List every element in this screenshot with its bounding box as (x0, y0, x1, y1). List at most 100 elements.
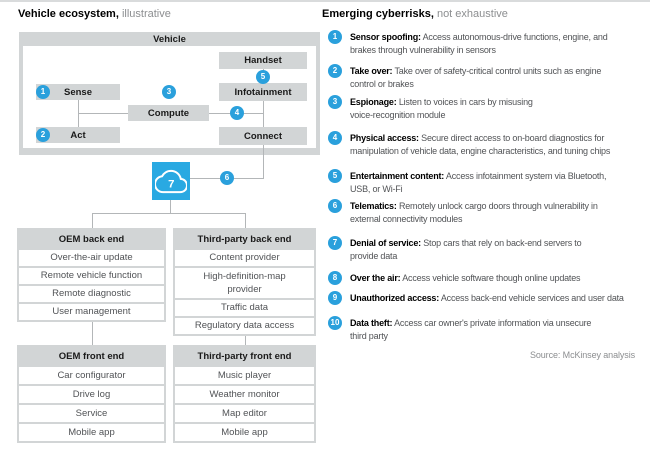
panel-oem-front-title: OEM front end (58, 351, 125, 362)
right-title-bold: Emerging cyberrisks, (322, 8, 434, 20)
risk-9-desc: Access back-end vehicle services and use… (439, 292, 624, 303)
row-traffic-data: Traffic data (175, 300, 314, 316)
risk-8-lead: Over the air: (350, 272, 401, 283)
panel-tp-back-title: Third-party back end (197, 234, 292, 245)
risk-item-1: 1 Sensor spoofing: Access autonomous-dri… (328, 30, 646, 57)
left-title-bold: Vehicle ecosystem, (18, 8, 119, 20)
risk-item-7: 7 Denial of service: Stop cars that rely… (328, 236, 646, 263)
row-regulatory-data-access: Regulatory data access (175, 318, 314, 334)
risk-3-badge: 3 (328, 95, 342, 109)
badge-2: 2 (36, 128, 50, 142)
connector-to-compute-left (78, 113, 128, 114)
badge-4: 4 (230, 106, 244, 120)
risk-item-3: 3 Espionage: Listen to voices in cars by… (328, 95, 646, 122)
risk-item-2: 2 Take over: Take over of safety-critica… (328, 64, 646, 91)
cloud-icon: 7 (155, 169, 187, 193)
panel-oem-front-end: OEM front end Car configurator Drive log… (17, 345, 166, 443)
panel-third-party-back-end: Third-party back end Content provider Hi… (173, 228, 316, 336)
risk-5-badge: 5 (328, 169, 342, 183)
risk-1-text: Sensor spoofing: Access autonomous-drive… (350, 31, 646, 57)
risk-2-desc: Take over of safety-critical control uni… (350, 65, 602, 89)
connector-to-oem-back (92, 213, 93, 228)
badge-6: 6 (220, 171, 234, 185)
risk-3-text: Espionage: Listen to voices in cars by m… (350, 96, 646, 122)
risk-1-desc: Access autonomous-drive functions, engin… (350, 31, 608, 55)
risk-6-desc: Remotely unlock cargo doors through vuln… (350, 200, 598, 224)
risk-7-text: Denial of service: Stop cars that rely o… (350, 237, 646, 263)
risk-9-badge: 9 (328, 291, 342, 305)
top-rule (0, 0, 650, 2)
right-title-qualifier: not exhaustive (433, 8, 508, 20)
risk-6-badge: 6 (328, 199, 342, 213)
row-service: Service (19, 405, 164, 422)
connector-infotainment-connect (263, 101, 264, 127)
row-over-the-air-update: Over-the-air update (19, 250, 164, 266)
risk-8-text: Over the air: Access vehicle software th… (350, 272, 581, 285)
row-weather-monitor: Weather monitor (175, 386, 314, 403)
risk-8-desc: Access vehicle software though online up… (400, 272, 581, 283)
risk-8-badge: 8 (328, 271, 342, 285)
connector-cloud-down (170, 200, 171, 213)
right-panel-title: Emerging cyberrisks, not exhaustive (322, 8, 508, 20)
box-compute: Compute (128, 105, 209, 121)
risk-2-lead: Take over: (350, 65, 393, 76)
row-user-management: User management (19, 304, 164, 320)
risk-item-10: 10 Data theft: Access car owner's privat… (328, 316, 646, 343)
box-handset: Handset (219, 52, 307, 69)
row-mobile-app-oem: Mobile app (19, 424, 164, 441)
risk-6-text: Telematics: Remotely unlock cargo doors … (350, 200, 646, 226)
risk-3-lead: Espionage: (350, 96, 397, 107)
row-map-editor: Map editor (175, 405, 314, 422)
left-panel-title: Vehicle ecosystem, illustrative (18, 8, 171, 20)
row-mobile-app-tp: Mobile app (175, 424, 314, 441)
panel-oem-back-title: OEM back end (58, 234, 125, 245)
box-act: Act (36, 127, 120, 143)
risk-1-badge: 1 (328, 30, 342, 44)
cloud-number: 7 (168, 178, 174, 190)
source-note: Source: McKinsey analysis (529, 350, 635, 360)
risk-5-text: Entertainment content: Access infotainme… (350, 170, 646, 196)
cloud-box: 7 (152, 162, 190, 200)
row-remote-diagnostic: Remote diagnostic (19, 286, 164, 302)
risk-item-9: 9 Unauthorized access: Access back-end v… (328, 291, 646, 305)
row-car-configurator: Car configurator (19, 367, 164, 384)
row-music-player: Music player (175, 367, 314, 384)
connector-connect-down (263, 145, 264, 179)
connector-tp-back-front (245, 336, 246, 345)
risk-4-lead: Physical access: (350, 132, 419, 143)
risk-1-lead: Sensor spoofing: (350, 31, 421, 42)
badge-5: 5 (256, 70, 270, 84)
connector-oem-back-front (92, 322, 93, 345)
row-drive-log: Drive log (19, 386, 164, 403)
risk-10-text: Data theft: Access car owner's private i… (350, 317, 646, 343)
badge-3: 3 (162, 85, 176, 99)
box-sense: Sense (36, 84, 120, 100)
risk-6-lead: Telematics: (350, 200, 397, 211)
row-high-definition-map-provider: High-definition-map provider (175, 268, 314, 298)
risk-4-desc: Secure direct access to on-board diagnos… (350, 132, 611, 156)
risk-2-badge: 2 (328, 64, 342, 78)
risk-item-8: 8 Over the air: Access vehicle software … (328, 271, 646, 285)
risk-item-4: 4 Physical access: Secure direct access … (328, 131, 646, 158)
badge-1: 1 (36, 85, 50, 99)
risk-item-6: 6 Telematics: Remotely unlock cargo door… (328, 199, 646, 226)
risk-4-text: Physical access: Secure direct access to… (350, 132, 646, 158)
risk-4-badge: 4 (328, 131, 342, 145)
risk-10-badge: 10 (328, 316, 342, 330)
risk-5-lead: Entertainment content: (350, 170, 445, 181)
risk-item-5: 5 Entertainment content: Access infotain… (328, 169, 646, 196)
box-infotainment: Infotainment (219, 83, 307, 101)
vehicle-label: Vehicle (153, 34, 186, 45)
row-remote-vehicle-function: Remote vehicle function (19, 268, 164, 284)
risk-9-text: Unauthorized access: Access back-end veh… (350, 292, 624, 305)
risk-7-lead: Denial of service: (350, 237, 421, 248)
risk-2-text: Take over: Take over of safety-critical … (350, 65, 646, 91)
risk-7-badge: 7 (328, 236, 342, 250)
box-connect: Connect (219, 127, 307, 145)
risk-3-desc: Listen to voices in cars by misusing voi… (350, 96, 533, 120)
panel-third-party-front-end: Third-party front end Music player Weath… (173, 345, 316, 443)
left-title-qualifier: illustrative (118, 8, 171, 20)
risk-5-desc: Access infotainment system via Bluetooth… (350, 170, 607, 194)
panel-oem-back-end: OEM back end Over-the-air update Remote … (17, 228, 166, 322)
